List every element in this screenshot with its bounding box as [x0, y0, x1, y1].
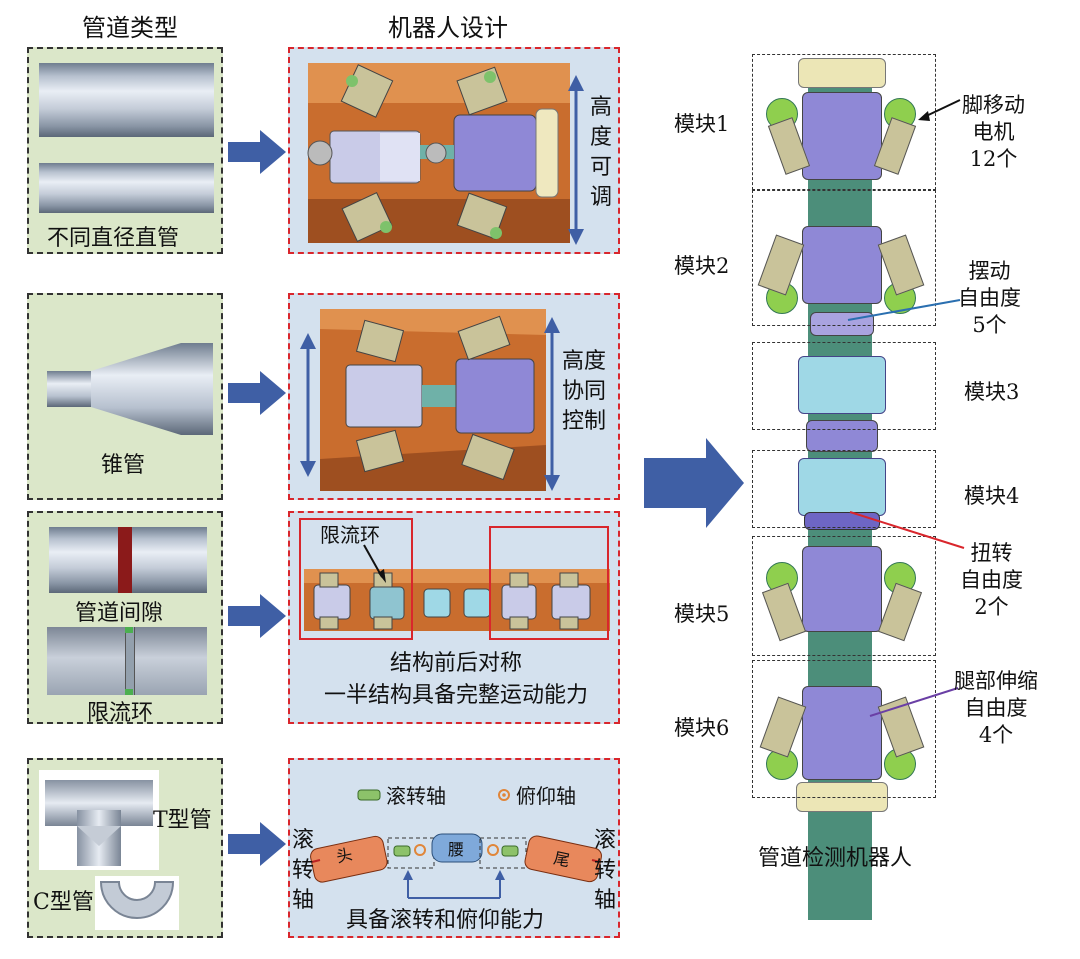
- t-pipe-label: T型管: [153, 808, 212, 833]
- module-2-label: 模块2: [674, 254, 730, 278]
- height-coop-text: 高度 协同 控制: [562, 349, 607, 434]
- straight-pipe-label: 不同直径直管: [47, 226, 180, 251]
- gap-pipe-panel: 管道间隙 限流环: [27, 511, 223, 726]
- roll-axis-left: 滚 转 轴: [291, 828, 314, 913]
- robot-design-header: 机器人设计: [388, 14, 508, 42]
- module-4-label: 模块4: [964, 484, 1020, 508]
- module-3-label: 模块3: [964, 380, 1020, 404]
- module-4-frame: [752, 450, 936, 528]
- waist-label: 腰: [448, 840, 465, 859]
- ring-callout: 限流环: [320, 523, 380, 547]
- leg-dof-annotation: 腿部伸缩 自由度 4个: [954, 669, 1038, 747]
- robot-height-adjust-illustration: [307, 63, 584, 245]
- c-pipe-illustration: [99, 881, 175, 919]
- symmetric-line2: 一半结构具备完整运动能力: [323, 683, 588, 708]
- roll-pitch-diagram: [310, 789, 602, 899]
- straight-pipe-panel: 不同直径直管: [27, 47, 223, 254]
- roll-axis-right: 滚 转 轴: [593, 828, 616, 913]
- pipe-types-header: 管道类型: [82, 14, 178, 42]
- roll-pitch-panel: 滚转轴 俯仰轴 头 腰 尾 滚 转 轴 滚 转 轴 具备滚转和俯仰能力: [288, 758, 620, 938]
- module-1-frame: [752, 54, 936, 190]
- foot-motor-annotation: 脚移动 电机 12个: [962, 93, 1025, 171]
- module-5-label: 模块5: [674, 602, 730, 626]
- robot-symmetric-illustration: [299, 518, 610, 640]
- symmetric-line1: 结构前后对称: [389, 651, 522, 676]
- straight-pipe-large: [39, 63, 214, 137]
- t-pipe-illustration: [45, 780, 153, 866]
- robot-cone-illustration: [300, 309, 560, 491]
- swing-dof-annotation: 摆动 自由度 5个: [958, 259, 1021, 337]
- legend-roll: 滚转轴: [386, 784, 446, 808]
- straight-pipe-small: [39, 163, 214, 213]
- symmetric-panel: 限流环 结构前后对称 一半结构具备完整运动能力: [288, 511, 620, 724]
- height-adjust-panel: 高 度 可 调: [288, 47, 620, 254]
- tc-pipe-panel: T型管 C型管: [27, 758, 223, 938]
- module-6-label: 模块6: [674, 716, 730, 740]
- cone-pipe-illustration: [47, 343, 213, 435]
- module-6-frame: [752, 660, 936, 798]
- gap-pipe-label: 管道间隙: [75, 601, 164, 626]
- ring-pipe-label: 限流环: [87, 701, 154, 726]
- cone-pipe-panel: 锥管: [27, 293, 223, 500]
- height-coop-panel: 高度 协同 控制: [288, 293, 620, 500]
- cone-pipe-label: 锥管: [101, 453, 146, 478]
- roll-pitch-caption: 具备滚转和俯仰能力: [346, 908, 545, 933]
- module-2-frame: [752, 190, 936, 326]
- module-3-frame: [752, 342, 936, 430]
- legend-pitch: 俯仰轴: [516, 784, 576, 808]
- module-1-label: 模块1: [674, 112, 730, 136]
- twist-dof-annotation: 扭转 自由度 2个: [960, 541, 1023, 619]
- module-5-frame: [752, 536, 936, 656]
- c-pipe-label: C型管: [33, 890, 94, 915]
- flow-ring-marker: [125, 627, 135, 695]
- robot-caption: 管道检测机器人: [758, 846, 913, 871]
- gap-marker: [118, 527, 132, 593]
- height-adjust-text: 高 度 可 调: [589, 95, 612, 210]
